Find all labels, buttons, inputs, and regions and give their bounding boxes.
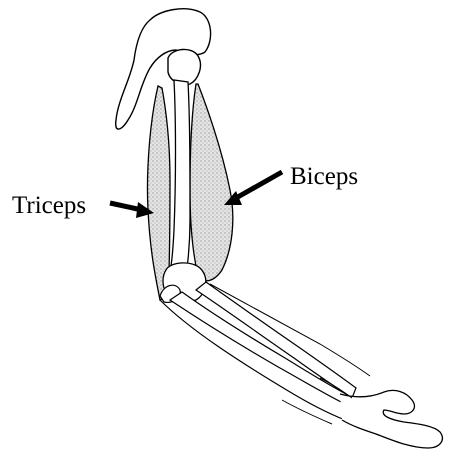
arrow-icon [224,172,282,205]
humerus-head [168,49,200,84]
forearm-lower-line [282,400,332,424]
biceps-label: Biceps [290,164,358,189]
triceps-label: Triceps [12,193,86,218]
ulna-bone [170,292,350,404]
humerus-bone [170,80,190,276]
biceps-muscle [190,84,233,281]
hand [340,390,442,448]
radius-bone [196,282,356,398]
